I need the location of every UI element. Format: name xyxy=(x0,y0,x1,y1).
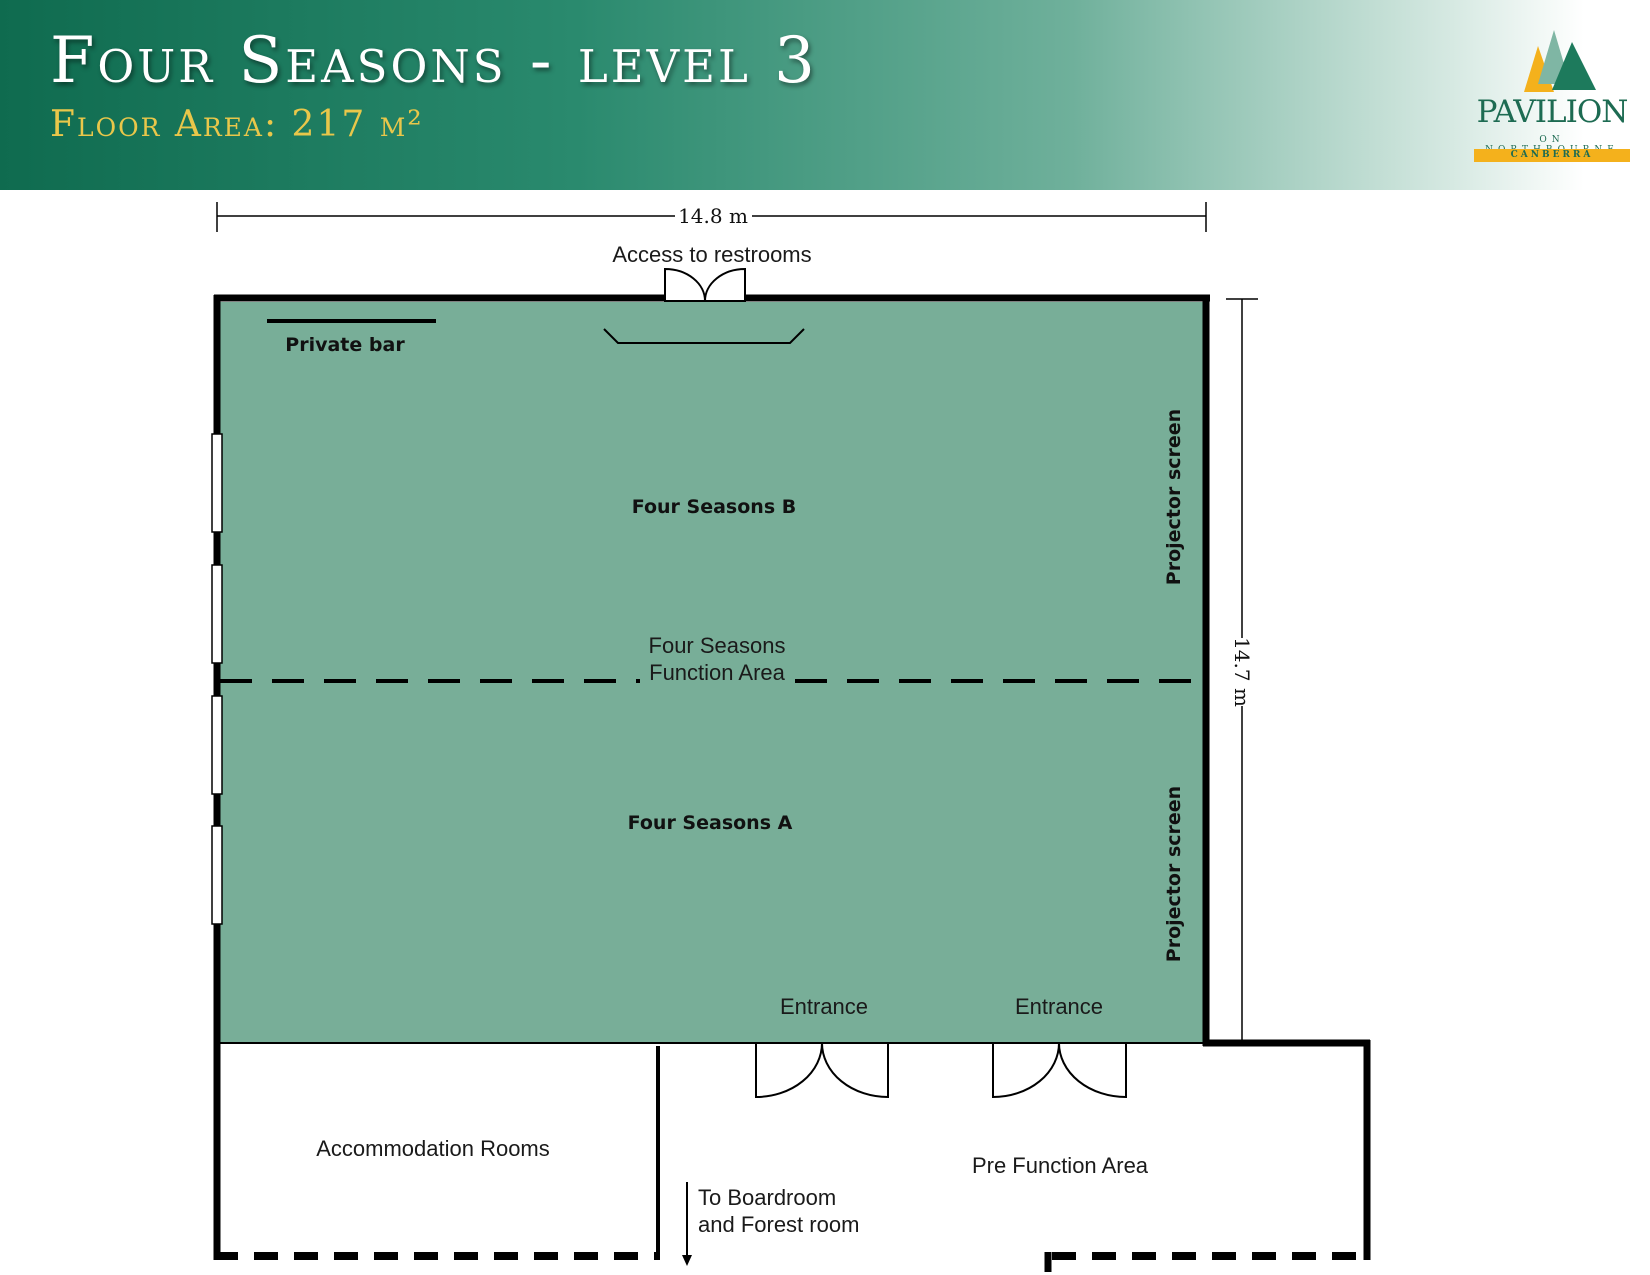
floor-area: Floor Area: 217 m² xyxy=(50,104,424,145)
room-b-label: Four Seasons B xyxy=(632,496,796,518)
restroom-access-label: Access to restrooms xyxy=(612,242,811,267)
room-fill xyxy=(217,302,1207,1043)
entrance-door-2 xyxy=(992,1042,1127,1099)
private-bar-label: Private bar xyxy=(285,334,405,356)
pre-function-area-label: Pre Function Area xyxy=(972,1153,1149,1178)
entrance-door-1 xyxy=(755,1042,889,1099)
function-area-label-line1: Four Seasons xyxy=(649,633,786,658)
to-boardroom-label-line1: To Boardroom xyxy=(698,1185,836,1210)
width-dimension: 14.8 m xyxy=(216,202,1207,232)
down-arrow-icon xyxy=(682,1182,692,1266)
page-title: Four Seasons - level 3 xyxy=(50,24,818,98)
pavilion-logo: PAVILION ON NORTHBOURNE CANBERRA xyxy=(1472,28,1632,168)
depth-dimension: 14.7 m xyxy=(1226,298,1258,1040)
width-label: 14.8 m xyxy=(678,204,748,228)
function-area-label-line2: Function Area xyxy=(649,660,786,685)
room-a-label: Four Seasons A xyxy=(628,812,793,834)
accommodation-rooms-label: Accommodation Rooms xyxy=(316,1136,550,1161)
counter xyxy=(603,328,805,344)
logo-name: PAVILION xyxy=(1476,94,1629,130)
entrance-2-label: Entrance xyxy=(1015,994,1103,1019)
left-windows xyxy=(211,433,223,925)
entrance-1-label: Entrance xyxy=(780,994,868,1019)
logo-city: CANBERRA xyxy=(1474,149,1630,162)
projector-screen-a: Projector screen xyxy=(1163,786,1185,962)
projector-screen-b: Projector screen xyxy=(1163,409,1185,585)
depth-label: 14.7 m xyxy=(1230,637,1254,707)
restroom-door xyxy=(664,267,746,302)
tent-logo-icon xyxy=(1524,30,1596,92)
header-banner: Four Seasons - level 3 Floor Area: 217 m… xyxy=(0,0,1650,190)
to-boardroom-label-line2: and Forest room xyxy=(698,1212,859,1237)
